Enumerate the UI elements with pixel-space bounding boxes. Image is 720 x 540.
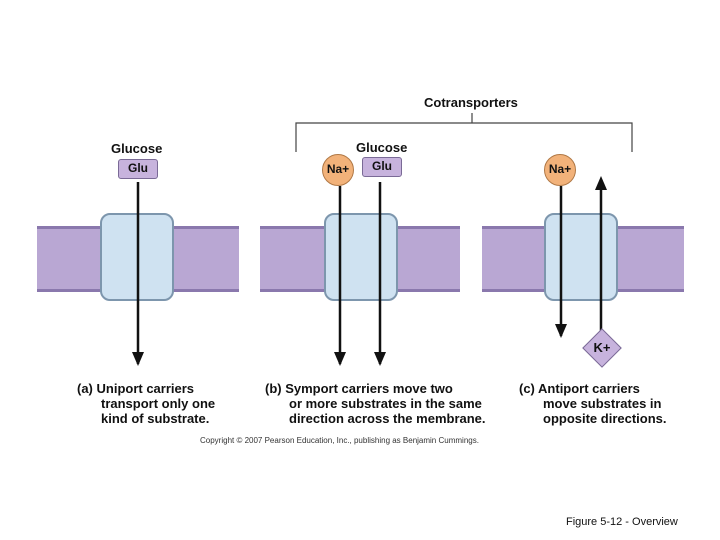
copyright-notice: Copyright © 2007 Pearson Education, Inc.… xyxy=(200,436,479,445)
glucose-label-b: Glucose xyxy=(356,140,408,155)
figure-caption: Figure 5-12 - Overview xyxy=(566,516,678,528)
glucose-label-a: Glucose xyxy=(111,141,163,156)
glu-substrate-b: Glu xyxy=(362,157,402,177)
symport-carrier xyxy=(324,213,398,301)
caption-c: (c) Antiport carriers move substrates in… xyxy=(519,381,667,426)
caption-b-title: Symport carriers xyxy=(285,381,390,396)
sodium-ion-c: Na+ xyxy=(544,154,576,186)
caption-a-line2: transport only one xyxy=(101,396,216,411)
caption-a-prefix: (a) xyxy=(77,381,97,396)
caption-a-line3: kind of substrate. xyxy=(101,411,210,426)
caption-b-rest: move two xyxy=(389,381,453,396)
caption-b-line2: or more substrates in the same xyxy=(289,396,482,411)
antiport-carrier xyxy=(544,213,618,301)
caption-c-title: Antiport carriers xyxy=(538,381,640,396)
potassium-ion-c: K+ xyxy=(582,328,622,368)
glu-substrate-a: Glu xyxy=(118,159,158,179)
caption-b-prefix: (b) xyxy=(265,381,286,396)
caption-c-line2: move substrates in xyxy=(543,396,662,411)
caption-b: (b) Symport carriers move two or more su… xyxy=(265,381,486,426)
caption-a-title: Uniport carriers xyxy=(96,381,195,396)
cotransporters-bracket xyxy=(295,113,633,152)
cotransporters-title: Cotransporters xyxy=(424,95,518,110)
sodium-ion-b: Na+ xyxy=(322,154,354,186)
caption-b-line3: direction across the membrane. xyxy=(289,411,486,426)
caption-a: (a) Uniport carriers transport only one … xyxy=(77,381,215,426)
potassium-label: K+ xyxy=(593,340,611,355)
caption-c-line3: opposite directions. xyxy=(543,411,667,426)
caption-c-prefix: (c) xyxy=(519,381,539,396)
